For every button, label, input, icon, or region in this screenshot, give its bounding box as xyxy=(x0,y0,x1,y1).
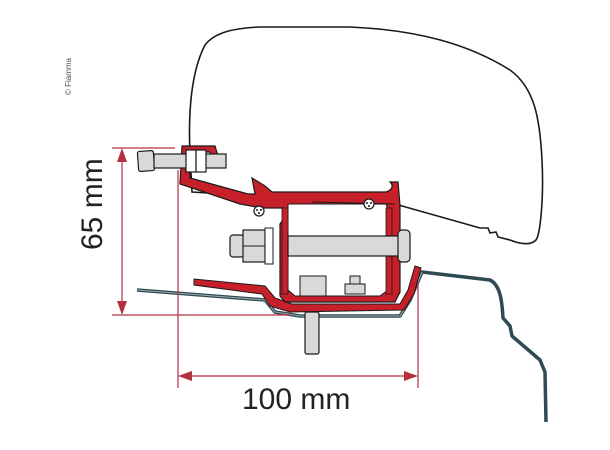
adapter-base-plate xyxy=(193,265,422,313)
clamp-bolt xyxy=(136,149,227,173)
screw-icon-left xyxy=(253,205,265,217)
channel-block xyxy=(299,275,327,297)
channel-wall-left xyxy=(281,207,289,295)
width-dimension-label: 100 mm xyxy=(242,383,351,416)
dimension-vertical xyxy=(112,147,290,316)
height-dimension-label: 65 mm xyxy=(76,158,109,250)
channel-nut xyxy=(344,275,366,295)
copyright-label: © Fiamma xyxy=(64,57,73,95)
bottom-stud xyxy=(304,311,320,355)
awning-cassette xyxy=(188,26,544,245)
dimension-horizontal xyxy=(177,170,419,388)
mounting-bolt xyxy=(229,227,411,265)
screw-icon-right xyxy=(363,198,375,210)
